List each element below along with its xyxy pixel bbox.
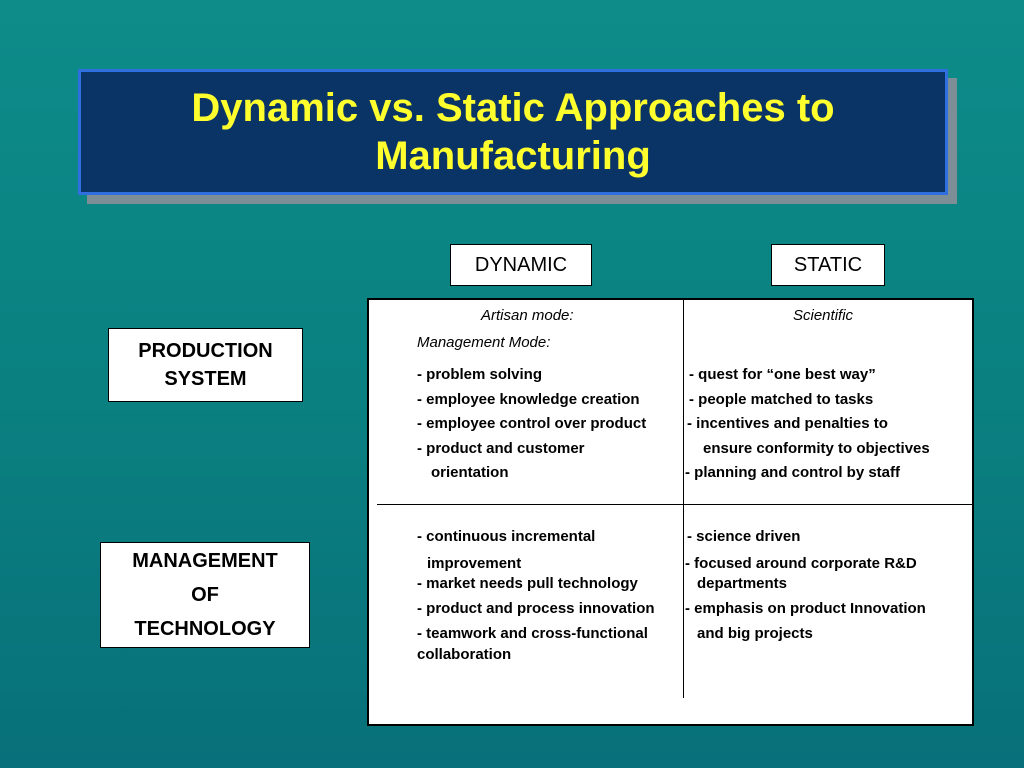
technology-static-item: - focused around corporate R&D bbox=[685, 555, 917, 572]
row-label-line: OF bbox=[191, 584, 219, 606]
production-dynamic-item: - product and customer bbox=[417, 440, 585, 457]
technology-static-item: - emphasis on product Innovation bbox=[685, 600, 926, 617]
technology-static-item: and big projects bbox=[697, 625, 813, 642]
production-dynamic-item: - employee knowledge creation bbox=[417, 391, 640, 408]
technology-dynamic-item: improvement bbox=[427, 555, 522, 572]
column-header-static: STATIC bbox=[771, 244, 885, 286]
technology-dynamic-item: - continuous incremental bbox=[417, 528, 596, 545]
production-static-heading: Scientific bbox=[793, 307, 854, 324]
technology-dynamic-item: - market needs pull technology bbox=[417, 575, 638, 592]
title-banner: Dynamic vs. Static Approaches to Manufac… bbox=[78, 69, 948, 195]
column-header-dynamic: DYNAMIC bbox=[450, 244, 592, 286]
production-dynamic-heading: Artisan mode: bbox=[481, 307, 574, 324]
row-label-line: PRODUCTION bbox=[138, 340, 273, 362]
column-divider bbox=[683, 300, 684, 698]
row-label-line: TECHNOLOGY bbox=[134, 618, 276, 640]
row-label-line: SYSTEM bbox=[164, 368, 247, 390]
production-static-item: - incentives and penalties to bbox=[687, 415, 888, 432]
technology-dynamic-item: - product and process innovation bbox=[417, 600, 655, 617]
technology-static-item: departments bbox=[697, 575, 788, 592]
production-dynamic-item: - problem solving bbox=[417, 366, 543, 383]
row-label-management-of-technology: MANAGEMENT OF TECHNOLOGY bbox=[100, 542, 310, 648]
production-dynamic-subheading: Management Mode: bbox=[417, 334, 551, 351]
production-dynamic-item: - employee control over product bbox=[417, 415, 647, 432]
row-label-line: MANAGEMENT bbox=[132, 550, 278, 572]
row-divider bbox=[377, 504, 972, 505]
row-label-production-system: PRODUCTION SYSTEM bbox=[108, 328, 303, 402]
slide-title: Dynamic vs. Static Approaches to Manufac… bbox=[191, 86, 835, 178]
production-static-item: - planning and control by staff bbox=[685, 464, 900, 481]
production-dynamic-item: orientation bbox=[431, 464, 509, 481]
technology-dynamic-item: - teamwork and cross-functional bbox=[417, 625, 648, 642]
production-static-item: ensure conformity to objectives bbox=[703, 440, 930, 457]
technology-dynamic-item: collaboration bbox=[417, 646, 512, 663]
production-static-item: - people matched to tasks bbox=[689, 391, 874, 408]
technology-static-item: - science driven bbox=[687, 528, 801, 545]
comparison-table: Artisan mode: Management Mode: Scientifi… bbox=[367, 298, 974, 726]
production-static-item: - quest for “one best way” bbox=[689, 366, 876, 383]
